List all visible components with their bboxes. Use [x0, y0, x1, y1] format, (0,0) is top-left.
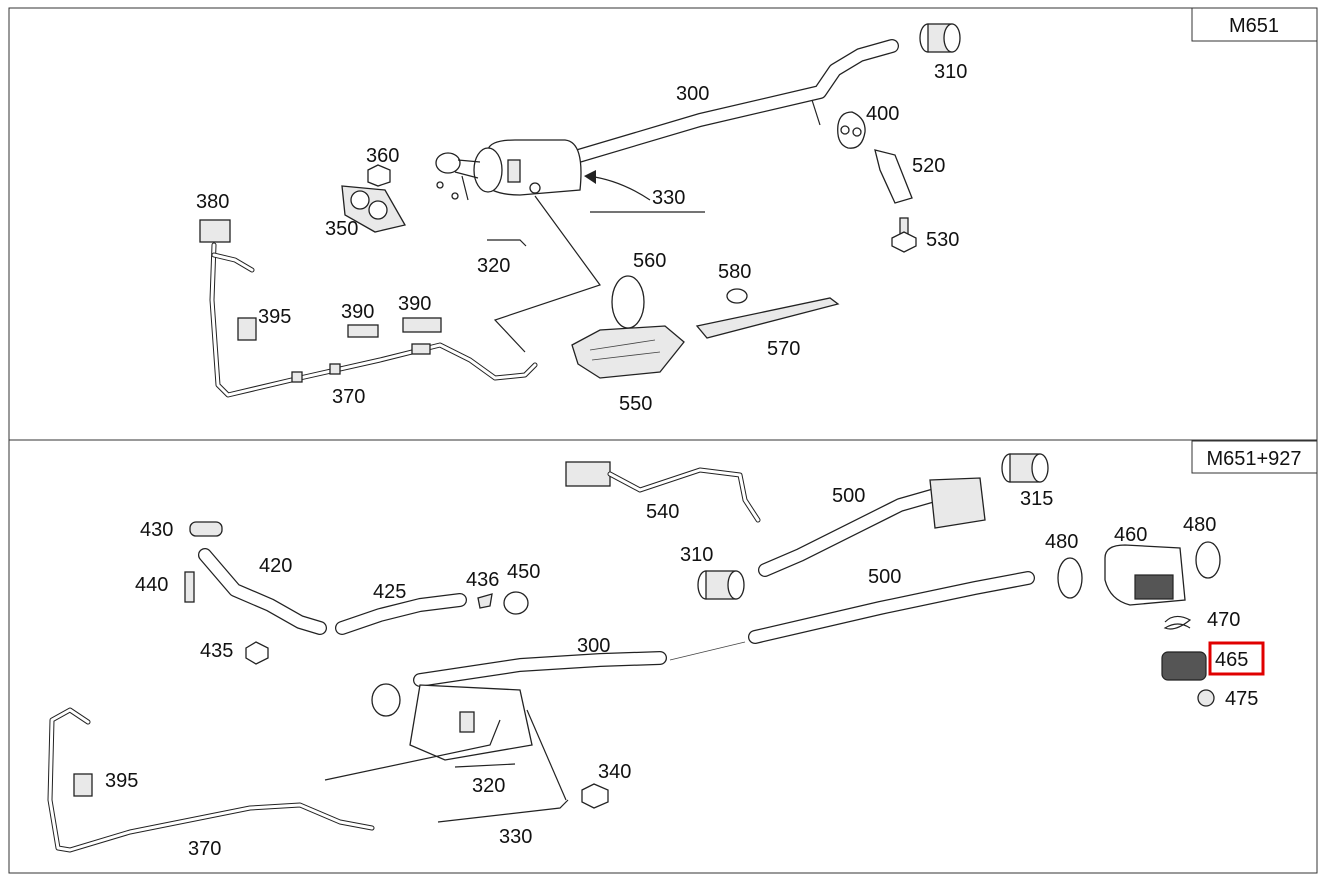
upper-shield-tube — [695, 297, 840, 339]
upper-callouts: 300 310 400 520 530 360 350 380 330 320 … — [196, 61, 967, 415]
callout-lower-300: 300 — [577, 635, 610, 657]
lower-section-frame — [8, 439, 1318, 874]
callout-upper-350: 350 — [325, 218, 358, 240]
callout-upper-380: 380 — [196, 191, 229, 213]
callout-upper-550: 550 — [619, 393, 652, 415]
callout-lower-395: 395 — [105, 770, 138, 792]
callout-upper-580: 580 — [718, 261, 751, 283]
upper-ring-seal — [611, 275, 645, 329]
callout-lower-436: 436 — [466, 569, 499, 591]
lower-bolt-340 — [581, 783, 609, 809]
lower-stud-440 — [184, 571, 195, 603]
lower-callouts: 540 500 315 430 420 440 435 425 436 450 … — [105, 485, 1265, 860]
lower-clamp-480b — [1195, 541, 1221, 579]
callout-upper-395: 395 — [258, 306, 291, 328]
upper-clip-390b — [402, 317, 442, 333]
callout-upper-560: 560 — [633, 250, 666, 272]
upper-part-drawings — [199, 23, 961, 398]
callout-lower-500a: 500 — [832, 485, 865, 507]
upper-variant-box — [1191, 7, 1318, 42]
callout-lower-435: 435 — [200, 640, 233, 662]
lower-control-unit — [565, 461, 611, 487]
callout-lower-310: 310 — [680, 544, 713, 566]
callout-lower-425: 425 — [373, 581, 406, 603]
lower-actuator-465 — [1161, 651, 1207, 681]
upper-sensor-395 — [237, 317, 257, 341]
callout-lower-320: 320 — [472, 775, 505, 797]
callout-upper-360: 360 — [366, 145, 399, 167]
lower-clamp-310 — [697, 570, 745, 600]
lower-clamp-480a — [1057, 557, 1083, 599]
callout-upper-570: 570 — [767, 338, 800, 360]
upper-rubber-hanger — [837, 111, 866, 149]
callout-upper-320: 320 — [477, 255, 510, 277]
callout-lower-440: 440 — [135, 574, 168, 596]
upper-dpf-canister — [435, 139, 582, 201]
callout-upper-400: 400 — [866, 103, 899, 125]
callout-lower-420: 420 — [259, 555, 292, 577]
callout-lower-475: 475 — [1225, 688, 1258, 710]
lower-variant-label: M651+927 — [1206, 448, 1301, 470]
lower-clamp-450 — [503, 591, 529, 615]
lower-seal-436 — [477, 593, 493, 609]
lower-mixer-box — [929, 477, 986, 529]
callout-upper-520: 520 — [912, 155, 945, 177]
lower-screw-475 — [1197, 689, 1215, 707]
callout-lower-315: 315 — [1020, 488, 1053, 510]
lower-bolt-435 — [245, 641, 269, 665]
lower-sensor-395 — [73, 773, 93, 797]
callout-upper-390a: 390 — [341, 301, 374, 323]
upper-variant-label: M651 — [1229, 15, 1279, 37]
callout-lower-340: 340 — [598, 761, 631, 783]
callout-upper-370: 370 — [332, 386, 365, 408]
callout-upper-390b: 390 — [398, 293, 431, 315]
upper-clip — [726, 288, 748, 304]
callout-lower-430: 430 — [140, 519, 173, 541]
callout-lower-450: 450 — [507, 561, 540, 583]
callout-lower-460: 460 — [1114, 524, 1147, 546]
callout-upper-310: 310 — [934, 61, 967, 83]
upper-heat-shield — [571, 325, 685, 379]
lower-spring-470 — [1163, 615, 1192, 630]
upper-bolt — [891, 217, 917, 253]
callout-lower-465[interactable]: 465 — [1215, 649, 1248, 671]
callout-lower-330: 330 — [499, 826, 532, 848]
callout-upper-300: 300 — [676, 83, 709, 105]
lower-clamp-315 — [1001, 453, 1049, 483]
lower-variant-box — [1191, 440, 1318, 474]
callout-lower-540: 540 — [646, 501, 679, 523]
callout-upper-330: 330 — [652, 187, 685, 209]
upper-clip-390a — [347, 324, 379, 338]
upper-bracket — [874, 149, 913, 204]
lower-gasket-430 — [189, 521, 223, 537]
callout-lower-370: 370 — [188, 838, 221, 860]
upper-sensor-380 — [199, 219, 231, 243]
upper-nut — [367, 164, 391, 187]
callout-lower-470: 470 — [1207, 609, 1240, 631]
upper-clamp-310 — [919, 23, 961, 53]
callout-lower-480a: 480 — [1045, 531, 1078, 553]
highlight-box-465 — [1208, 641, 1265, 676]
callout-lower-500b: 500 — [868, 566, 901, 588]
lower-cable-370 — [47, 707, 375, 853]
callout-upper-530: 530 — [926, 229, 959, 251]
lower-part-drawings — [47, 453, 1221, 853]
callout-lower-480b: 480 — [1183, 514, 1216, 536]
